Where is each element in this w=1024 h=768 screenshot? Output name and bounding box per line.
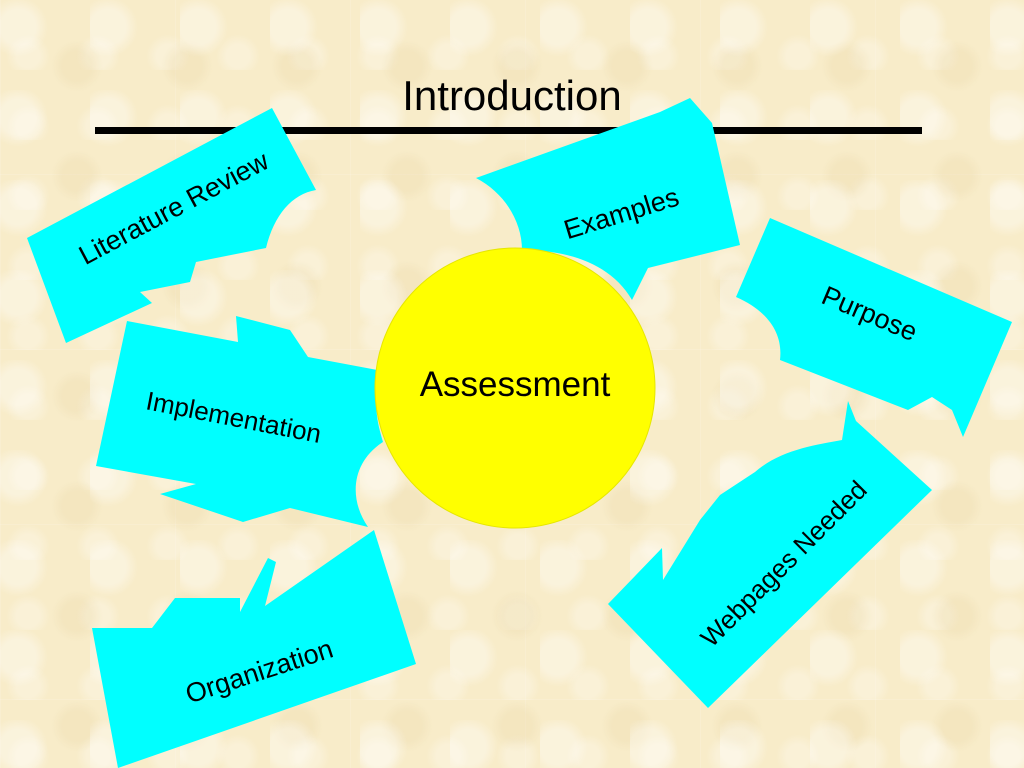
- piece-implementation-shape: [96, 316, 383, 527]
- assessment-label: Assessment: [420, 365, 611, 404]
- assessment-node: Assessment: [374, 247, 656, 529]
- piece-examples-shape: [476, 98, 740, 300]
- piece-implementation: Implementation: [96, 316, 383, 527]
- assessment-circle: [374, 247, 656, 529]
- piece-webpages-needed-shape: [608, 401, 932, 708]
- piece-literature-review: Literature Review: [27, 108, 316, 343]
- piece-purpose-shape: [736, 218, 1012, 437]
- slide-title: Introduction: [402, 72, 622, 119]
- piece-organization-shape: [92, 530, 416, 768]
- piece-examples: Examples: [476, 98, 740, 300]
- piece-purpose: Purpose: [736, 218, 1012, 437]
- piece-webpages-needed: Webpages Needed: [608, 401, 932, 708]
- piece-literature-review-shape: [27, 108, 316, 343]
- title-underline: [95, 127, 922, 134]
- piece-organization: Organization: [92, 530, 416, 768]
